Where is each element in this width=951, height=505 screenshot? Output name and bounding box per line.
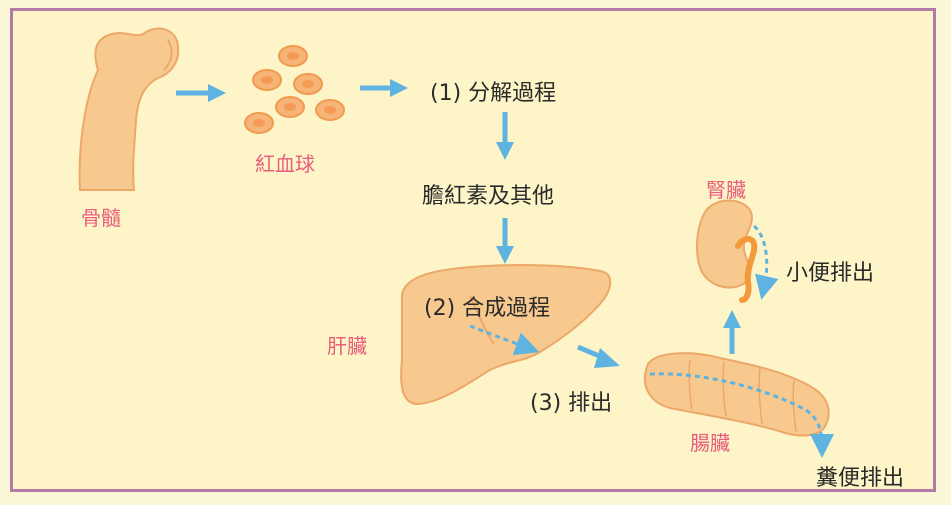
red-blood-cells-illustration <box>244 45 345 134</box>
kidney-label: 腎臟 <box>706 178 746 202</box>
intestine-illustration <box>644 352 830 437</box>
bone-marrow-label: 骨髓 <box>81 206 121 230</box>
kidney-illustration <box>695 199 758 303</box>
bone-marrow-illustration <box>78 27 180 191</box>
synthesis-process-label: (2) 合成過程 <box>424 296 551 321</box>
flow-arrows <box>176 79 741 368</box>
urine-excretion-label: 小便排出 <box>786 261 875 286</box>
red-blood-cells-label: 紅血球 <box>255 152 315 176</box>
excretion-step-label: (3) 排出 <box>530 391 613 416</box>
intestine-label: 腸臟 <box>690 431 730 455</box>
feces-excretion-label: 糞便排出 <box>816 466 905 491</box>
breakdown-process-label: (1) 分解過程 <box>430 81 557 106</box>
bilirubin-label: 膽紅素及其他 <box>422 184 555 209</box>
liver-illustration <box>400 264 612 406</box>
dotted-flow-arrows <box>469 224 834 458</box>
liver-label: 肝臟 <box>327 334 367 358</box>
